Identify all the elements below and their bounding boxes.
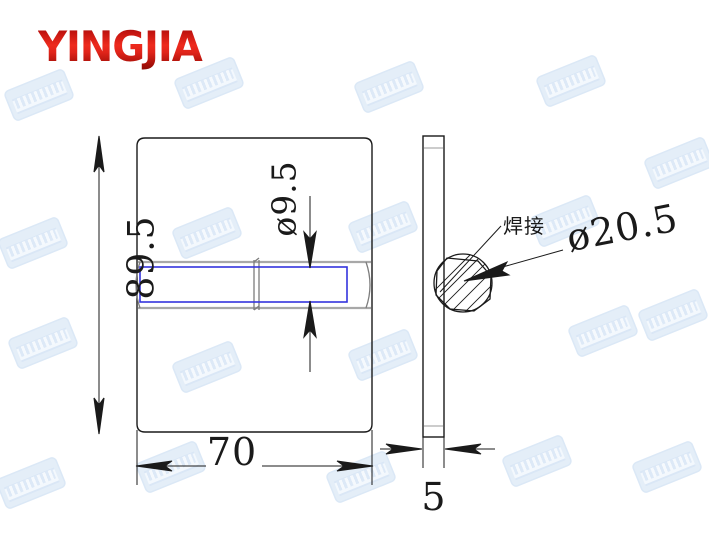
brand-logo: YINGJIA [38,24,258,70]
dim-70-arrow-left [135,460,173,472]
boss-inner-polygon [435,257,492,312]
dim-89-5-arrow-top [93,135,105,173]
width-dimension-label: 70 [206,430,258,474]
welded-boss [433,253,493,313]
front-view-break-bottom [253,305,260,311]
dim-9-5-arrow-top [303,230,317,269]
front-view-outline [136,137,373,433]
bore-left-end [135,261,141,309]
dim-9-5-arrow-bottom [303,300,317,339]
weld-leader-line [439,225,502,293]
height-dimension-label: 89.5 [121,215,163,300]
dim-5-arrow-left [385,443,423,455]
weld-callout-label: 焊接 [503,214,545,238]
front-view-break-top [253,257,260,263]
dim-5-arrow-right [444,443,482,455]
bore-diameter-label: ø9.5 [264,160,304,237]
dim-70-arrow-right [336,460,374,472]
brand-logo-text: YINGJIA [38,24,271,70]
boss-outer-circle [433,253,493,313]
boss-dim-arrowhead [463,260,511,282]
thickness-dimension-label: 5 [421,475,447,519]
bore-highlight-rect [139,266,348,303]
bore-right-end [365,261,371,309]
boss-dim-leader-line [498,249,564,269]
side-view-plate [422,135,445,438]
dim-89-5-arrow-bottom [93,397,105,435]
